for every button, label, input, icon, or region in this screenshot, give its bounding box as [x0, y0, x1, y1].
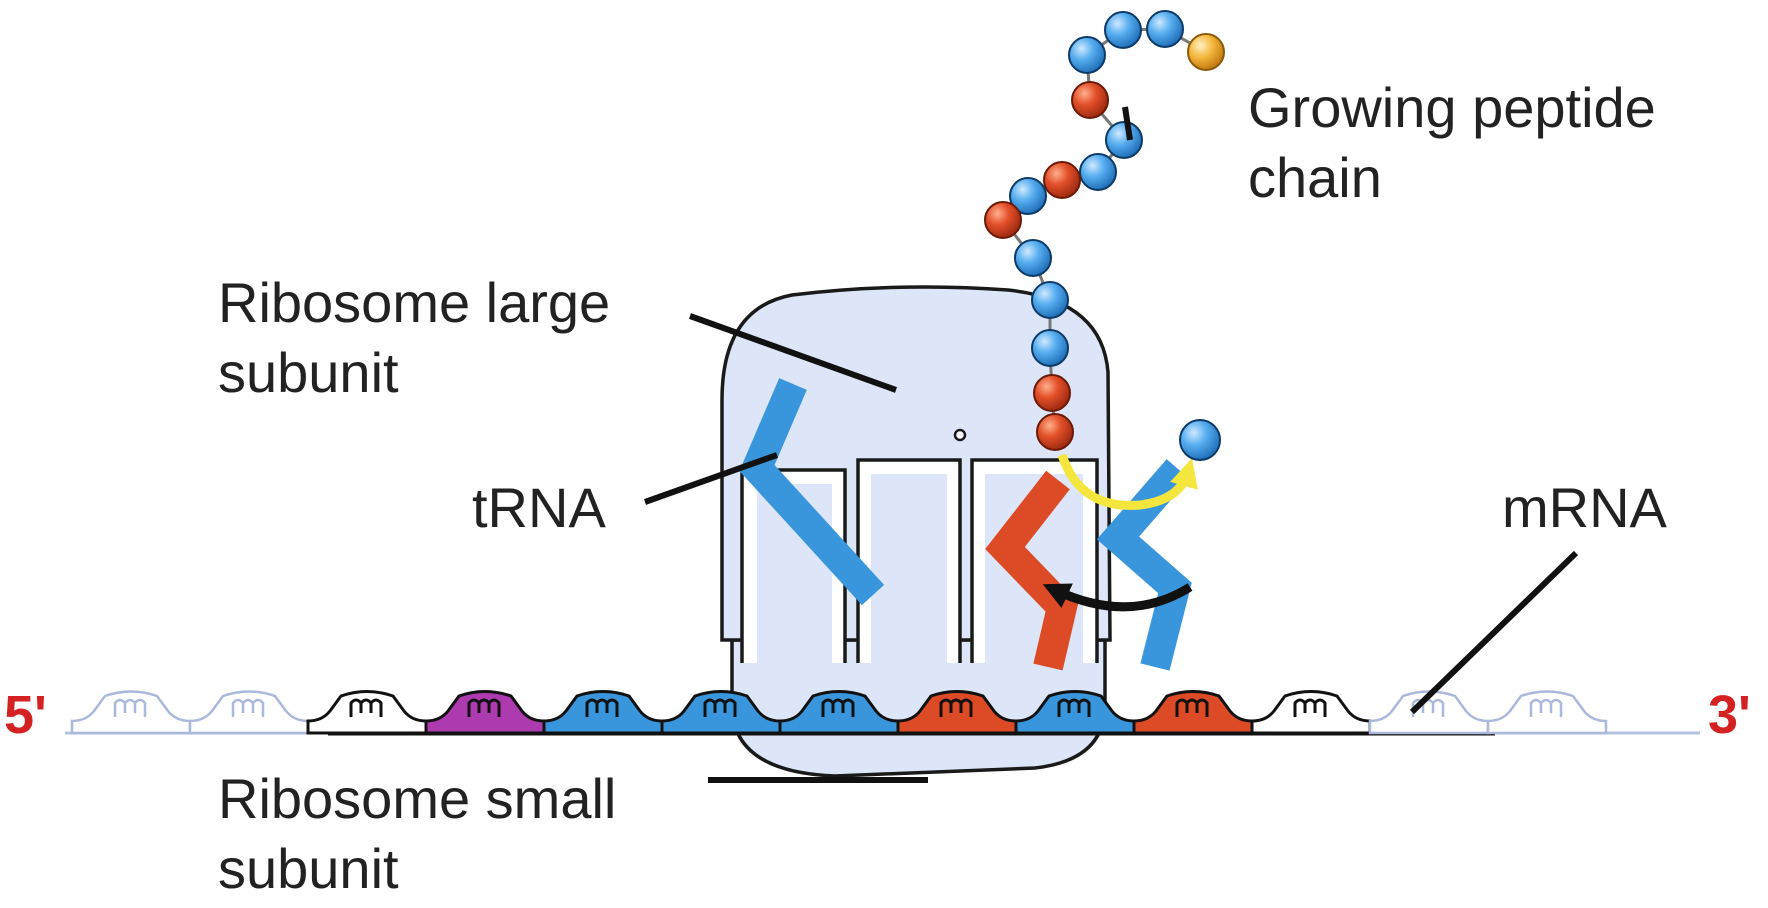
amino-acid-bead [1079, 153, 1117, 191]
codon-nucleotides [939, 698, 973, 717]
mrna-codon [424, 690, 546, 735]
three-prime-end-label: 3' [1708, 685, 1751, 745]
trna-leader-line [643, 452, 779, 505]
large-subunit-leader-line [688, 313, 898, 393]
codon-nucleotides [585, 698, 619, 717]
amino-acid-bead [1031, 329, 1069, 367]
exit-tunnel-marker [953, 428, 967, 442]
mrna-strand [65, 690, 1700, 736]
amino-acid-bead [1033, 374, 1071, 412]
amino-acid-bead [1043, 161, 1081, 199]
p-site-interior [871, 474, 947, 684]
mrna-codon [542, 690, 664, 735]
large-subunit-label-line1: Ribosome large [218, 271, 610, 334]
mrna-codon [778, 690, 900, 735]
amino-acid-bead [1105, 121, 1143, 159]
mrna-codon [1486, 690, 1608, 735]
codon-nucleotides [1293, 698, 1327, 717]
peptide-label-line2: chain [1248, 146, 1382, 209]
mrna-codon [70, 690, 192, 735]
mrna-codon [1014, 690, 1136, 735]
mrna-codon [896, 690, 1018, 735]
amino-acid-bead [984, 201, 1022, 239]
mrna-codon [1250, 690, 1372, 735]
codon-nucleotides [349, 698, 383, 717]
codon-nucleotides [113, 698, 147, 717]
mrna-codons [70, 690, 1608, 735]
exiting-trna [739, 378, 885, 606]
amino-acid-bead [1036, 413, 1074, 451]
amino-acid-bead [1014, 239, 1052, 277]
amino-acid-bead [1104, 11, 1142, 49]
codon-nucleotides [231, 698, 265, 717]
codon-nucleotides [1175, 698, 1209, 717]
large-subunit-label-line2: subunit [218, 341, 399, 404]
codon-nucleotides [467, 698, 501, 717]
small-subunit-label-line1: Ribosome small [218, 767, 616, 830]
peptide-transfer-arrow [1057, 453, 1198, 510]
peptide-label-line1: Growing peptide [1248, 76, 1656, 139]
codon-nucleotides [821, 698, 855, 717]
codon-nucleotides [1529, 698, 1563, 717]
small-subunit-label-line2: subunit [218, 837, 399, 900]
amino-acid-bead [1146, 10, 1184, 48]
mrna-codon [188, 690, 310, 735]
mrna-codon [1132, 690, 1254, 735]
mrna-label: mRNA [1502, 476, 1668, 539]
p-site-trna [985, 470, 1079, 671]
amino-acid-bead [1009, 177, 1047, 215]
amino-acid-bead [1031, 281, 1069, 319]
mrna-codon [306, 690, 428, 735]
amino-acid-bead [1187, 33, 1225, 71]
mrna-leader-line [1409, 550, 1579, 715]
amino-acid-bead [1068, 36, 1106, 74]
peptide-leader-line [1122, 106, 1133, 141]
mrna-codon [660, 690, 782, 735]
trna-label: tRNA [472, 476, 606, 539]
codon-nucleotides [1057, 698, 1091, 717]
five-prime-end-label: 5' [4, 685, 47, 745]
translocation-arrow [1042, 583, 1193, 612]
incoming-amino-acid [1179, 419, 1221, 461]
amino-acid-bead [1071, 81, 1109, 119]
codon-nucleotides [703, 698, 737, 717]
growing-peptide-chain [984, 10, 1225, 451]
